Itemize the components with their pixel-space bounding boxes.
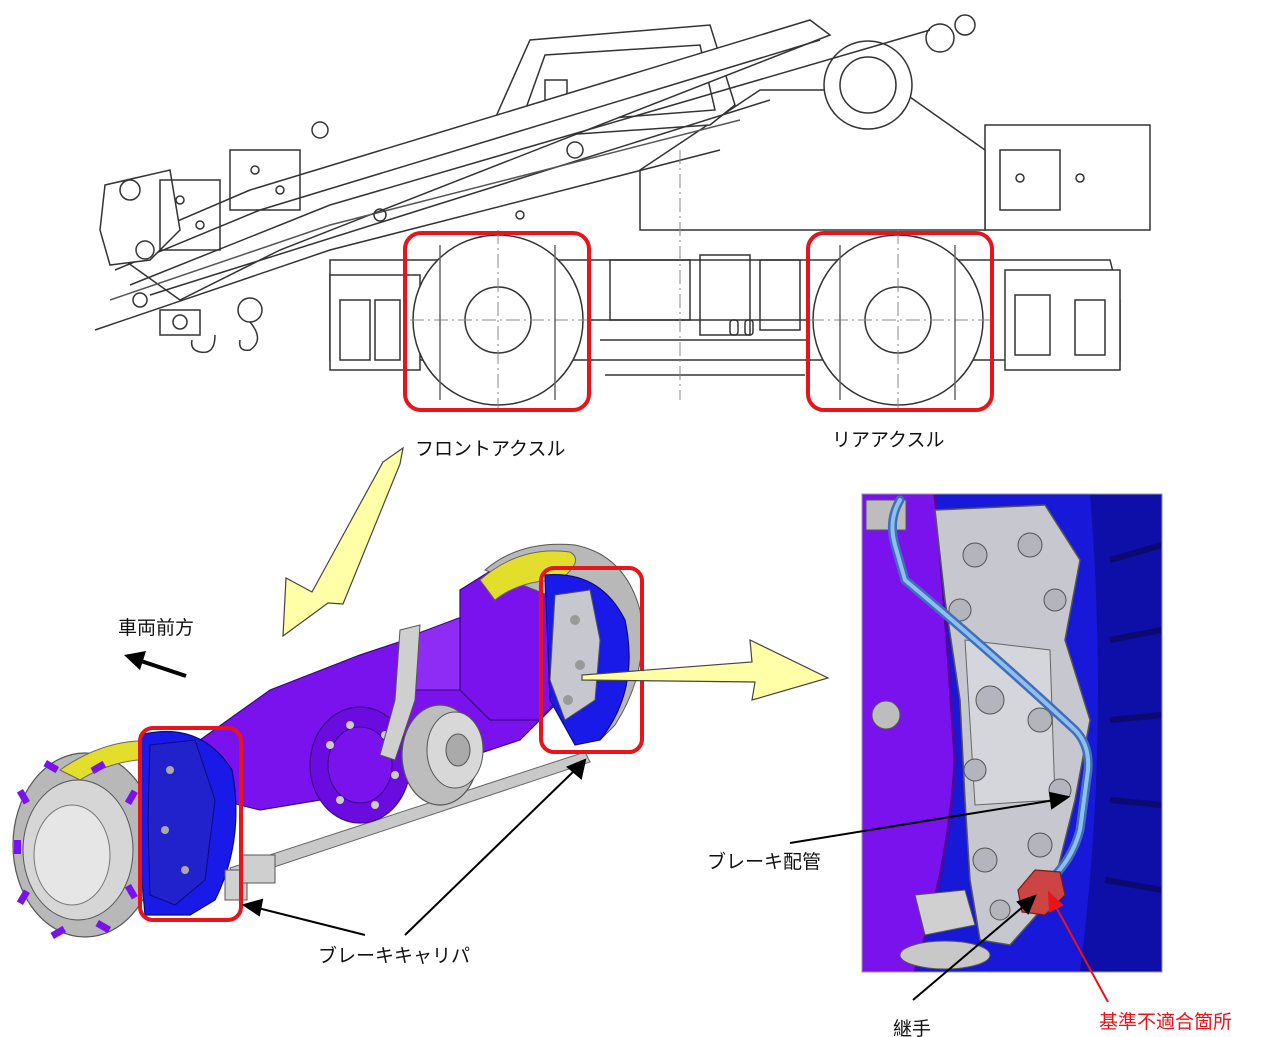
- rear-axle-highlight-box: [806, 231, 994, 412]
- left-brake-caliper-highlight-box: [138, 726, 243, 922]
- nonconforming-pointer-arrow: [1047, 890, 1109, 1003]
- brake-caliper-label: ブレーキキャリパ: [318, 944, 470, 967]
- brake-detail-closeup: [861, 493, 1163, 973]
- joint-pointer-arrow: [912, 894, 1037, 1001]
- detail-callout-arrow: [581, 638, 830, 701]
- nonconforming-location-label: 基準不適合箇所: [1099, 1011, 1232, 1033]
- rear-axle-label: リアアクスル: [832, 429, 944, 451]
- front-axle-label: フロントアクスル: [415, 438, 565, 460]
- vehicle-front-label: 車両前方: [118, 617, 194, 639]
- vehicle-front-arrow: [124, 651, 187, 678]
- right-brake-caliper-highlight-box: [539, 566, 644, 754]
- brake-caliper-pointer-arrows: [241, 758, 587, 936]
- joint-label: 継手: [893, 1018, 931, 1037]
- front-axle-callout-arrow: [282, 446, 404, 638]
- brake-pipe-pointer-arrow: [789, 791, 1071, 844]
- axle-assembly-illustration: [12, 543, 644, 939]
- brake-pipe-label: ブレーキ配管: [707, 850, 821, 873]
- front-axle-highlight-box: [403, 231, 591, 412]
